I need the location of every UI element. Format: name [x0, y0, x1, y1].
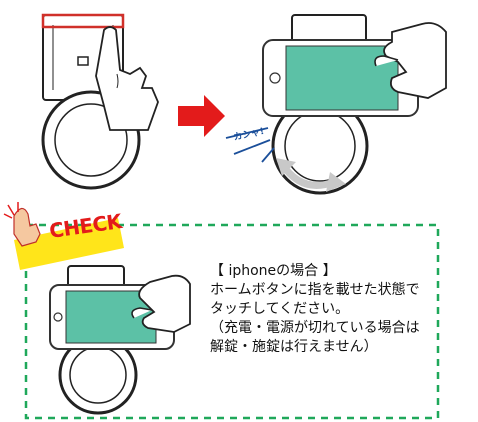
check-dashed-box	[24, 223, 440, 420]
note-line-1: ホームボタンに指を載せた状態で	[210, 282, 420, 298]
check-phone-with-hand-icon	[49, 274, 191, 350]
note-line-2: タッチしてください。	[210, 301, 350, 317]
rotate-arrow-icon	[276, 158, 346, 192]
click-sound-lines-icon	[225, 127, 275, 163]
phone-with-hand-icon	[262, 22, 447, 117]
note-heading: 【 iphoneの場合 】	[210, 263, 337, 279]
finger-pointing-icon	[95, 26, 159, 131]
check-badge	[3, 202, 124, 270]
note-line-4: 解錠・施錠は行えません）	[210, 339, 378, 355]
note-line-3: （充電・電源が切れている場合は	[210, 320, 420, 336]
iphone-note: 【 iphoneの場合 】 ホームボタンに指を載せた状態で タッチしてください。…	[210, 262, 442, 357]
red-arrow-right-icon	[178, 95, 225, 137]
